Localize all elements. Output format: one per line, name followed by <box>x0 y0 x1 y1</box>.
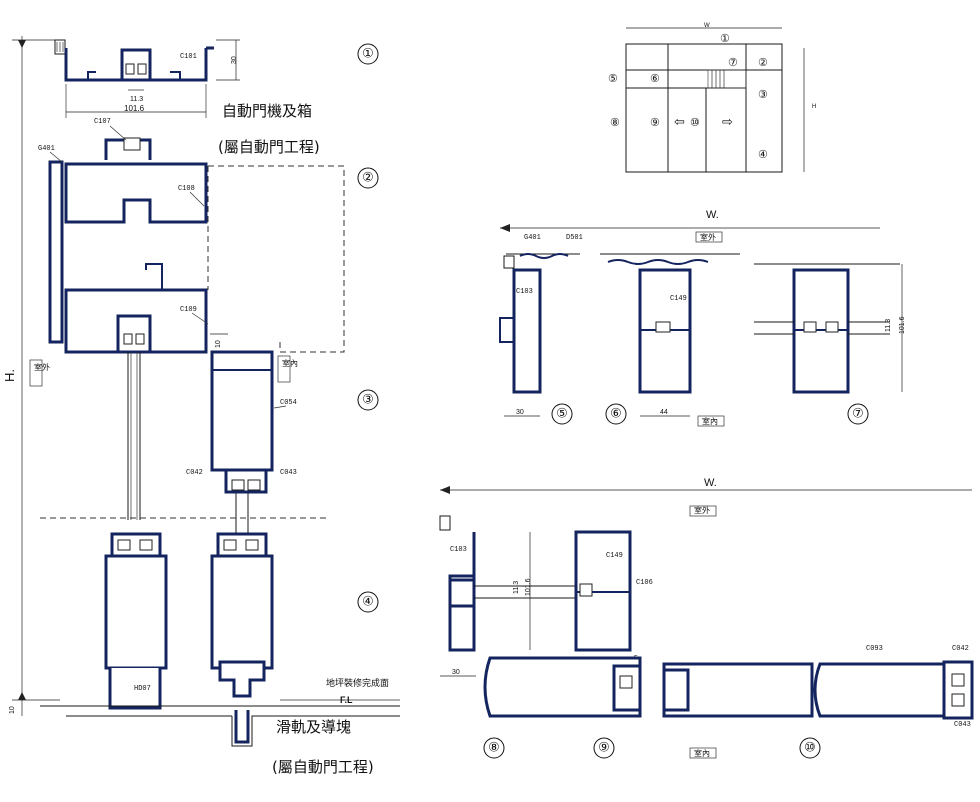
dim-113-s7: 11.3 <box>885 319 892 332</box>
dim-30-s5: 30 <box>516 409 524 416</box>
elev-marker-3: ③ <box>758 89 768 101</box>
section-marker-3: ③ <box>362 393 374 408</box>
horizontal-sections-lower: W. 室外 C103 11.3 101.6 C149 C106 30 5 C09… <box>439 477 974 759</box>
dim-1016-s9: 101.6 <box>525 578 532 596</box>
section-marker-1: ① <box>362 47 374 62</box>
code-c109: C109 <box>180 306 197 314</box>
code-c103-s8: C103 <box>450 546 467 554</box>
code-c149-s6: C149 <box>670 295 687 303</box>
section-marker-7: ⑦ <box>852 407 864 422</box>
rail-block-label: 滑軌及導塊 <box>276 718 351 736</box>
section-marker-6: ⑥ <box>610 407 622 422</box>
section-marker-5: ⑤ <box>556 407 568 422</box>
dim-1016-s7: 101.6 <box>899 316 906 334</box>
dim-w-mid: W. <box>706 209 719 221</box>
code-c042: C042 <box>186 469 203 477</box>
section-marker-8: ⑧ <box>488 741 500 756</box>
code-g401-s5: G401 <box>524 234 541 242</box>
elev-marker-8: ⑧ <box>610 117 620 129</box>
code-c043: C043 <box>280 469 297 477</box>
elev-marker-6: ⑥ <box>650 73 660 85</box>
height-label: H. <box>2 369 17 382</box>
auto-door-work-label: (屬自動門工程) <box>218 138 320 156</box>
code-c149-s9: C149 <box>606 552 623 560</box>
code-hd07: HD07 <box>134 685 151 693</box>
rail-work-label: (屬自動門工程) <box>272 758 374 776</box>
code-d501: D501 <box>566 234 583 242</box>
section-marker-4: ④ <box>362 595 374 610</box>
elev-marker-4: ④ <box>758 149 768 161</box>
elev-marker-10: ⑩ <box>690 117 700 129</box>
section-marker-2: ② <box>362 171 374 186</box>
outside-mid-label: 室外 <box>700 232 716 242</box>
dim-w-bottom: W. <box>704 477 717 489</box>
code-c043-s10: C043 <box>954 721 971 729</box>
vertical-section: H. 10 30 C101 101.6 11.3 ① 自動門機及箱 (屬自動門工… <box>2 36 400 776</box>
elev-marker-2: ② <box>758 57 768 69</box>
horizontal-sections-upper: W. 室外 G401 D501 C103 30 ⑤ C149 44 室內 ⑥ <box>499 209 906 427</box>
inside-bottom-label: 室內 <box>694 748 710 758</box>
arrow-right: ⇨ <box>722 114 733 129</box>
elev-marker-7: ⑦ <box>728 57 738 69</box>
auto-door-box-label: 自動門機及箱 <box>222 102 312 120</box>
outside-bottom-label: 室外 <box>694 505 710 515</box>
dim-44: 44 <box>660 409 668 416</box>
code-c093: C093 <box>866 645 883 653</box>
dim-113-s9: 11.3 <box>513 581 520 594</box>
code-c054: C054 <box>280 399 297 407</box>
section-marker-9: ⑨ <box>598 741 610 756</box>
dim-30-s8: 30 <box>452 669 460 676</box>
code-c106: C106 <box>636 579 653 587</box>
code-c042-s10: C042 <box>952 645 969 653</box>
dim-w-top: W <box>704 23 710 29</box>
arrow-left: ⇦ <box>674 114 685 129</box>
code-g401-left: G401 <box>38 145 55 153</box>
code-c107: C107 <box>94 118 111 126</box>
elev-marker-5: ⑤ <box>608 73 618 85</box>
dim-10-bottom: 10 <box>9 706 16 714</box>
dim-h-right: H <box>812 104 816 110</box>
elevation-key: W H ① ⑦ ② ⑤ ⑥ ③ ⑧ ⑨ ⇦ ⑩ ⇨ ④ <box>608 23 816 173</box>
elev-marker-1: ① <box>720 33 730 45</box>
dim-10-right: 10 <box>215 340 222 348</box>
section-marker-10: ⑩ <box>804 741 816 756</box>
dim-30-top: 30 <box>231 56 238 64</box>
elev-marker-9: ⑨ <box>650 117 660 129</box>
inside-s6-label: 室內 <box>702 416 718 426</box>
floor-finish-label: 地坪裝修完成面 <box>326 677 389 689</box>
code-c101: C101 <box>180 53 197 61</box>
dim-1016-top: 101.6 <box>124 104 145 113</box>
code-c103-s5: C103 <box>516 288 533 296</box>
dim-113-top: 11.3 <box>130 96 143 103</box>
code-c108: C108 <box>178 185 195 193</box>
